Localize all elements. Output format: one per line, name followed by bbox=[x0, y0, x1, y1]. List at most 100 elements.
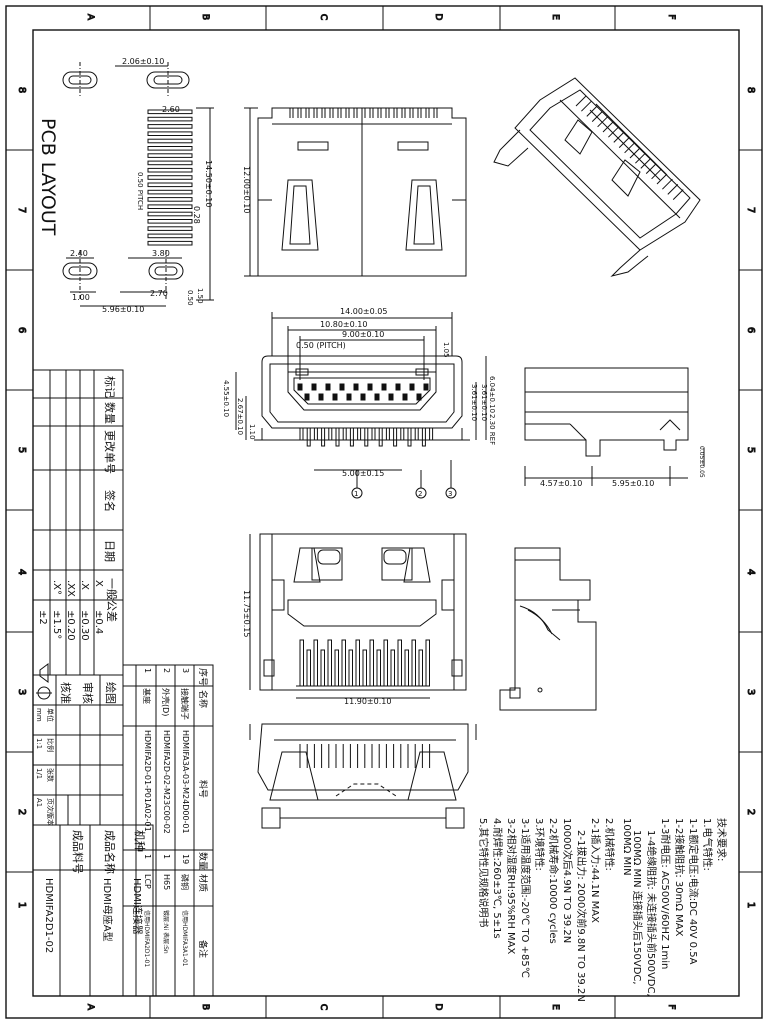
zone-letter-A-top: A bbox=[85, 14, 95, 21]
pcb-pad bbox=[147, 219, 193, 224]
scale-unit-label: 单位 bbox=[46, 708, 54, 722]
zone-number-2-left: 2 bbox=[16, 809, 27, 815]
outer-border bbox=[5, 5, 763, 1019]
front-contact bbox=[332, 393, 338, 401]
front-dim-4-55: 4.55±0.10 bbox=[222, 380, 230, 417]
tech-line: 1-2接触阻抗: 30mΩ MAX bbox=[673, 818, 684, 937]
bom-header-material: 材质 bbox=[197, 874, 207, 893]
front-pin-tail bbox=[385, 427, 390, 441]
pcb-pad bbox=[147, 138, 193, 144]
front-contact bbox=[318, 393, 324, 401]
bottom-pin bbox=[334, 649, 339, 687]
rev-header-mark: 标记 bbox=[103, 376, 116, 398]
zone-number-8-right: 8 bbox=[745, 87, 756, 93]
tech-line: 2-1拔出力: 2000次前9.8N TO 39.2N bbox=[575, 830, 586, 1002]
bottom-pin bbox=[411, 639, 416, 687]
front-contact bbox=[304, 393, 310, 401]
bottom-pin bbox=[306, 649, 311, 687]
front-contact bbox=[346, 393, 352, 401]
tech-line: 3.环境特性: bbox=[533, 818, 544, 871]
bom-header-part: 料号 bbox=[197, 780, 207, 799]
isometric-pins bbox=[575, 95, 684, 200]
pcb-dim-2-40: 2.40 bbox=[70, 249, 88, 258]
approval-review: 审核 bbox=[81, 682, 94, 704]
bom-row-2-part: HDMIFA2D-02-M23C00-02 bbox=[162, 730, 171, 834]
tech-line: 5.其它特性见规格说明书 bbox=[477, 818, 488, 928]
pcb-pad bbox=[147, 226, 193, 231]
zone-number-5-right: 5 bbox=[745, 447, 756, 453]
top-dim-12-00: 12.00±0.10 bbox=[242, 166, 251, 213]
title-block-grid bbox=[32, 369, 214, 997]
bom-header-remark: 备注 bbox=[197, 940, 207, 959]
front-dim-1-10: 1.10 bbox=[248, 424, 256, 440]
iso-pin bbox=[575, 95, 587, 107]
pcb-dim-pitch: 0.50 PITCH bbox=[136, 172, 144, 210]
front-dim-6-04: 6.04±0.10 bbox=[488, 376, 496, 413]
bom-row-1-part: HDMIFA2D-01-P01A02-01 bbox=[143, 730, 152, 832]
front-pin-tail bbox=[414, 427, 419, 441]
bottom-pin bbox=[355, 639, 360, 687]
front-contact bbox=[339, 383, 345, 391]
zone-letter-C-top: C bbox=[318, 14, 328, 20]
zone-number-1-left: 1 bbox=[16, 902, 27, 908]
front-contact bbox=[325, 383, 331, 391]
iso-pin bbox=[602, 121, 614, 133]
pcb-dim-5-96: 5.96±0.10 bbox=[102, 305, 144, 314]
pcb-pad bbox=[147, 116, 193, 122]
bottom-pin bbox=[376, 649, 381, 687]
pcb-pad bbox=[147, 167, 193, 173]
front-dim-10-80: 10.80±0.10 bbox=[320, 320, 367, 329]
side-dim-5-95: 5.95±0.10 bbox=[612, 479, 654, 488]
bom-row-2-name: 外壳(D) bbox=[161, 688, 170, 717]
front-pin-tail bbox=[306, 427, 311, 447]
tech-line: 3-2相对湿度RH:95%RH MAX bbox=[505, 818, 516, 955]
bom-header-qty: 数量 bbox=[197, 852, 207, 871]
bottom-dim-11-75: 11.75±0.15 bbox=[242, 590, 251, 637]
front-dim-3-61: 3.61±0.10 bbox=[470, 384, 478, 421]
bottom-pin bbox=[369, 639, 374, 687]
pcb-pad bbox=[147, 204, 193, 209]
pcb-layout-title: PCB LAYOUT bbox=[37, 118, 59, 236]
tech-line: 2-2机械寿命:10000 cycles bbox=[547, 818, 558, 944]
pcb-pad bbox=[147, 211, 193, 217]
tech-line: 4.耐焊性:260±3℃, 5±1s bbox=[491, 818, 502, 939]
iso-pin bbox=[656, 173, 668, 185]
iso-pin bbox=[672, 189, 684, 200]
bottom-pin bbox=[341, 639, 346, 687]
tech-line: 100MΩ MIN bbox=[621, 818, 632, 876]
iso-pin bbox=[640, 158, 652, 169]
pcb-dim-0-50: 0.50 bbox=[186, 290, 194, 306]
iso-pin bbox=[597, 116, 608, 128]
tol-row-4-label: .X° bbox=[51, 580, 62, 596]
front-contact bbox=[409, 383, 415, 391]
iso-pin bbox=[613, 132, 625, 143]
pcb-pad bbox=[147, 240, 193, 246]
zone-number-4-left: 4 bbox=[16, 569, 27, 575]
zone-letter-D-bottom: D bbox=[433, 1004, 443, 1011]
connector-front-view bbox=[235, 312, 487, 499]
pcb-pad bbox=[147, 146, 193, 151]
bottom-pin bbox=[299, 639, 304, 687]
approval-approve: 核准 bbox=[59, 682, 72, 704]
scale-ratio-label: 比例 bbox=[46, 738, 54, 752]
title-value-part-no: HDMIFA2D1-02 bbox=[43, 878, 54, 954]
front-contact bbox=[374, 393, 380, 401]
pcb-layout-view bbox=[62, 62, 214, 307]
connector-isometric-view bbox=[493, 77, 701, 277]
pcb-dim-2-70: 2.70 bbox=[150, 289, 168, 298]
bom-row-3-qty: 19 bbox=[181, 854, 190, 865]
zone-number-1-right: 1 bbox=[745, 902, 756, 908]
title-label-part-no: 成品料号 bbox=[71, 830, 84, 874]
bom-row-2-material: H65 bbox=[162, 874, 171, 891]
connector-bottom-view bbox=[249, 533, 467, 699]
rev-header-date: 日期 bbox=[103, 540, 116, 562]
pcb-dim-1-50: 1.50 bbox=[196, 288, 204, 304]
tech-line: 2.机械特性: bbox=[603, 818, 614, 871]
front-contact bbox=[367, 383, 373, 391]
bottom-pin bbox=[320, 649, 325, 687]
scale-unit-value: mm bbox=[35, 708, 43, 722]
title-label-product-name: 成品名称 bbox=[103, 830, 116, 874]
zone-number-7-right: 7 bbox=[745, 207, 756, 213]
front-contact bbox=[353, 383, 359, 391]
iso-pin bbox=[667, 184, 679, 195]
